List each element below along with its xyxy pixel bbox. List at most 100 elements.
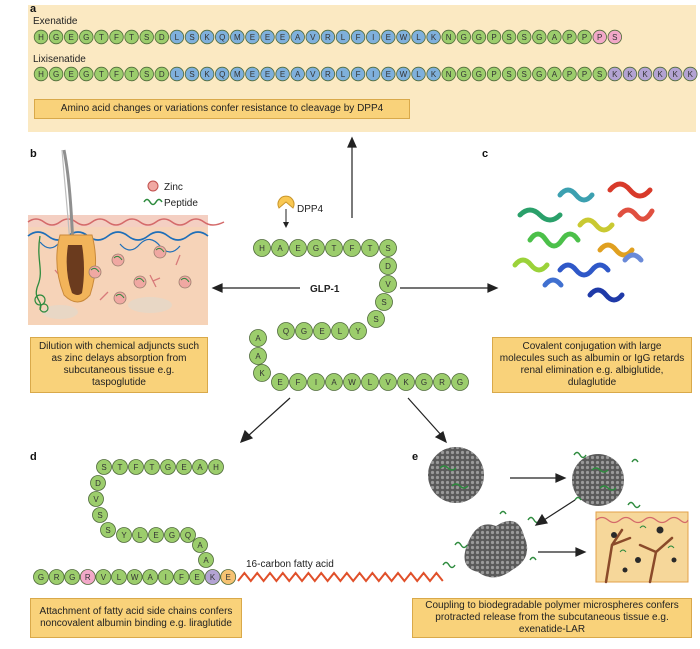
glp1-residue-bead	[343, 373, 361, 391]
liraglutide-residue-label: E	[226, 573, 231, 582]
glp1-residue-label: G	[301, 327, 307, 336]
lixisenatide-residue-label: T	[129, 70, 134, 79]
exenatide-residue-label: Q	[219, 33, 225, 42]
glp1-residue-label: F	[350, 244, 355, 253]
glp1-residue-label: H	[259, 244, 265, 253]
lixisenatide-residue-label: G	[53, 70, 59, 79]
lixisenatide-residue-bead	[305, 66, 321, 82]
exenatide-residue-label: K	[204, 33, 210, 42]
lixisenatide-residue-bead	[411, 66, 426, 82]
exenatide-residue-bead	[94, 29, 109, 45]
liraglutide-residue-bead	[204, 569, 221, 585]
exenatide-residue-bead	[562, 29, 577, 45]
glp1-residue-bead	[253, 239, 271, 257]
liraglutide-residue-label: T	[150, 463, 155, 472]
lixisenatide-residue-label: P	[567, 70, 572, 79]
exenatide-residue-bead	[366, 29, 381, 45]
peptide-legend-icon	[143, 198, 163, 206]
lixisenatide-residue-label: K	[627, 70, 633, 79]
lixisenatide-residue-label: I	[372, 70, 374, 79]
exenatide-residue-bead	[607, 29, 623, 45]
glp1-residue-bead	[253, 364, 271, 382]
exenatide-residue-bead	[245, 29, 260, 45]
glp1-residue-bead	[325, 373, 343, 391]
exenatide-residue-bead	[532, 29, 547, 45]
exenatide-residue-bead	[33, 29, 49, 45]
exenatide-residue-label: S	[506, 33, 511, 42]
lixisenatide-residue-bead	[426, 66, 441, 82]
exenatide-residue-bead	[577, 29, 592, 45]
exenatide-residue-label: S	[522, 33, 527, 42]
arrows	[211, 136, 499, 444]
exenatide-residue-label: E	[250, 33, 255, 42]
exenatide-residue-label: F	[114, 33, 119, 42]
glp1-residue-bead	[361, 239, 379, 257]
lixisenatide-residue-label: V	[310, 70, 316, 79]
zinc-legend-icon	[147, 180, 159, 192]
exenatide-residue-bead	[592, 29, 607, 45]
lixisenatide-residue-bead	[184, 66, 200, 82]
exenatide-residue-bead	[381, 29, 396, 45]
fatty-acid-chain	[237, 571, 444, 583]
glp1-residue-label: T	[368, 244, 373, 253]
lixisenatide-residue-label: L	[341, 70, 346, 79]
fatty-acid-label: 16-carbon fatty acid	[246, 559, 334, 570]
lixisenatide-residue-bead	[214, 66, 230, 82]
glp1-residue-bead	[343, 239, 361, 257]
glp1-residue-label: S	[373, 315, 378, 324]
exenatide-label: Exenatide	[33, 16, 78, 27]
lixisenatide-residue-bead	[501, 66, 517, 82]
glp1-residue-label: K	[403, 378, 409, 387]
lixisenatide-residue-bead	[652, 66, 668, 82]
exenatide-residue-label: R	[325, 33, 331, 42]
lixisenatide-residue-label: S	[189, 70, 194, 79]
exenatide-residue-label: S	[189, 33, 194, 42]
liraglutide-residue-label: F	[134, 463, 139, 472]
glp1-residue-bead	[415, 373, 433, 391]
liraglutide-residue-bead	[160, 459, 176, 475]
panel-e-arrows	[510, 473, 587, 557]
lixisenatide-residue-label: K	[431, 70, 437, 79]
lixisenatide-residue-label: E	[386, 70, 391, 79]
exenatide-residue-label: L	[341, 33, 346, 42]
exenatide-residue-label: G	[461, 33, 467, 42]
liraglutide-residue-label: R	[85, 573, 91, 582]
liraglutide-residue-bead	[92, 507, 108, 523]
liraglutide-residue-bead	[126, 569, 143, 585]
lixisenatide-residue-bead	[275, 66, 290, 82]
liraglutide-residue-bead	[33, 569, 49, 585]
liraglutide-residue-label: A	[197, 541, 203, 550]
lixisenatide-residue-label: F	[356, 70, 361, 79]
glp1-residue-bead	[379, 373, 397, 391]
lixisenatide-residue-label: P	[491, 70, 496, 79]
lixisenatide-residue-label: G	[536, 70, 542, 79]
exenatide-residue-label: T	[99, 33, 104, 42]
liraglutide-residue-bead	[90, 475, 106, 491]
exenatide-residue-label: V	[310, 33, 316, 42]
liraglutide-residue-label: W	[131, 573, 139, 582]
exenatide-residue-bead	[350, 29, 366, 45]
liraglutide-residue-bead	[48, 569, 65, 585]
lixisenatide-residue-label: M	[234, 70, 241, 79]
lixisenatide-residue-label: F	[114, 70, 119, 79]
lixisenatide-residue-label: W	[400, 70, 408, 79]
protein-structure-icon	[512, 181, 655, 303]
liraglutide-residue-bead	[192, 537, 208, 553]
lixisenatide-residue-label: S	[522, 70, 527, 79]
glp1-residue-bead	[277, 322, 295, 340]
exenatide-residue-label: L	[416, 33, 421, 42]
exenatide-residue-bead	[396, 29, 411, 45]
glp1-residue-bead	[289, 373, 307, 391]
lixisenatide-residue-bead	[683, 66, 698, 82]
exenatide-residue-label: N	[446, 33, 452, 42]
exenatide-residue-bead	[290, 29, 305, 45]
glp1-residue-label: R	[439, 378, 445, 387]
exenatide-residue-label: F	[356, 33, 361, 42]
lixisenatide-residue-bead	[471, 66, 487, 82]
glp1-residue-bead	[379, 257, 397, 275]
exenatide-residue-bead	[154, 29, 170, 45]
liraglutide-residue-label: S	[101, 463, 106, 472]
lixisenatide-residue-bead	[335, 66, 351, 82]
panel-a-caption: Amino acid changes or variations confer …	[34, 99, 410, 119]
